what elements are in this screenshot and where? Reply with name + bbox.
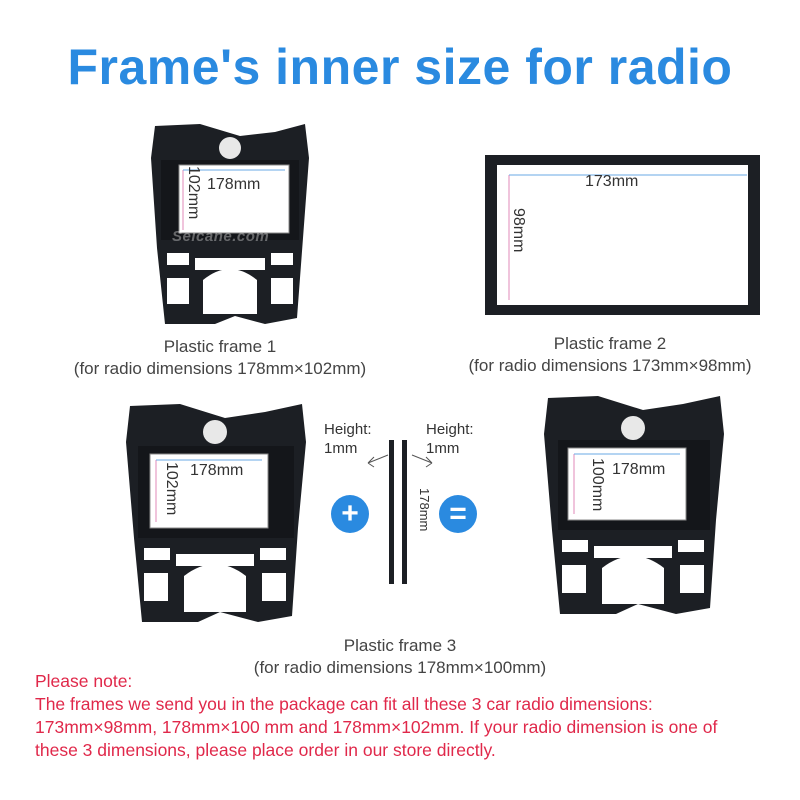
note-line-2: 173mm×98mm, 178mm×100 mm and 178mm×102mm…	[35, 717, 718, 737]
frame1-caption-title: Plastic frame 1	[163, 337, 277, 356]
frame3-left-width-label: 178mm	[190, 462, 244, 479]
strip-right-label-line2: 1mm	[426, 440, 460, 457]
page-title: Frame's inner size for radio	[67, 39, 733, 95]
plastic-frame-2-image	[485, 155, 760, 315]
strip-right-label-line1: Height:	[426, 421, 474, 438]
note-heading: Please note:	[35, 671, 133, 691]
frame3-right-height-label: 100mm	[589, 458, 606, 512]
plastic-frame-3-right-image	[544, 396, 724, 614]
frame2-caption-title: Plastic frame 2	[553, 334, 667, 353]
strip-left-label-line1: Height:	[324, 421, 372, 438]
strip-left-label-line2: 1mm	[324, 440, 358, 457]
equals-icon: =	[439, 495, 477, 533]
strip-length-label: 178mm	[417, 488, 432, 532]
strip-left-label: Height: 1mm	[324, 420, 372, 458]
strip-arrows	[367, 454, 433, 468]
frame3-left-height-label: 102mm	[163, 462, 180, 516]
frame1-caption: Plastic frame 1 (for radio dimensions 17…	[40, 336, 400, 380]
frame3-caption-title: Plastic frame 3	[343, 636, 457, 655]
watermark: Seicane.com	[172, 228, 270, 245]
frame3-caption-dims: (for radio dimensions 178mm×100mm)	[253, 658, 547, 677]
plastic-frame-1-image	[151, 124, 309, 324]
note-line-1: The frames we send you in the package ca…	[35, 694, 653, 714]
frame2-width-label: 173mm	[585, 173, 639, 190]
frame1-width-label: 178mm	[207, 176, 261, 193]
frame1-height-label: 102mm	[185, 166, 202, 220]
frame2-caption-dims: (for radio dimensions 173mm×98mm)	[468, 356, 752, 375]
plus-icon: +	[331, 495, 369, 533]
frame1-caption-dims: (for radio dimensions 178mm×102mm)	[73, 359, 367, 378]
strip-right-label: Height: 1mm	[426, 420, 474, 458]
frame2-height-label: 98mm	[510, 208, 527, 253]
plastic-frame-3-left-image	[126, 404, 306, 622]
note-line-3: these 3 dimensions, please place order i…	[35, 740, 496, 760]
frame2-caption: Plastic frame 2 (for radio dimensions 17…	[440, 333, 780, 377]
height-strips-image	[389, 440, 407, 584]
note-block: Please note: The frames we send you in t…	[35, 670, 775, 762]
frame3-right-width-label: 178mm	[612, 461, 666, 478]
frame3-caption: Plastic frame 3 (for radio dimensions 17…	[220, 635, 580, 679]
